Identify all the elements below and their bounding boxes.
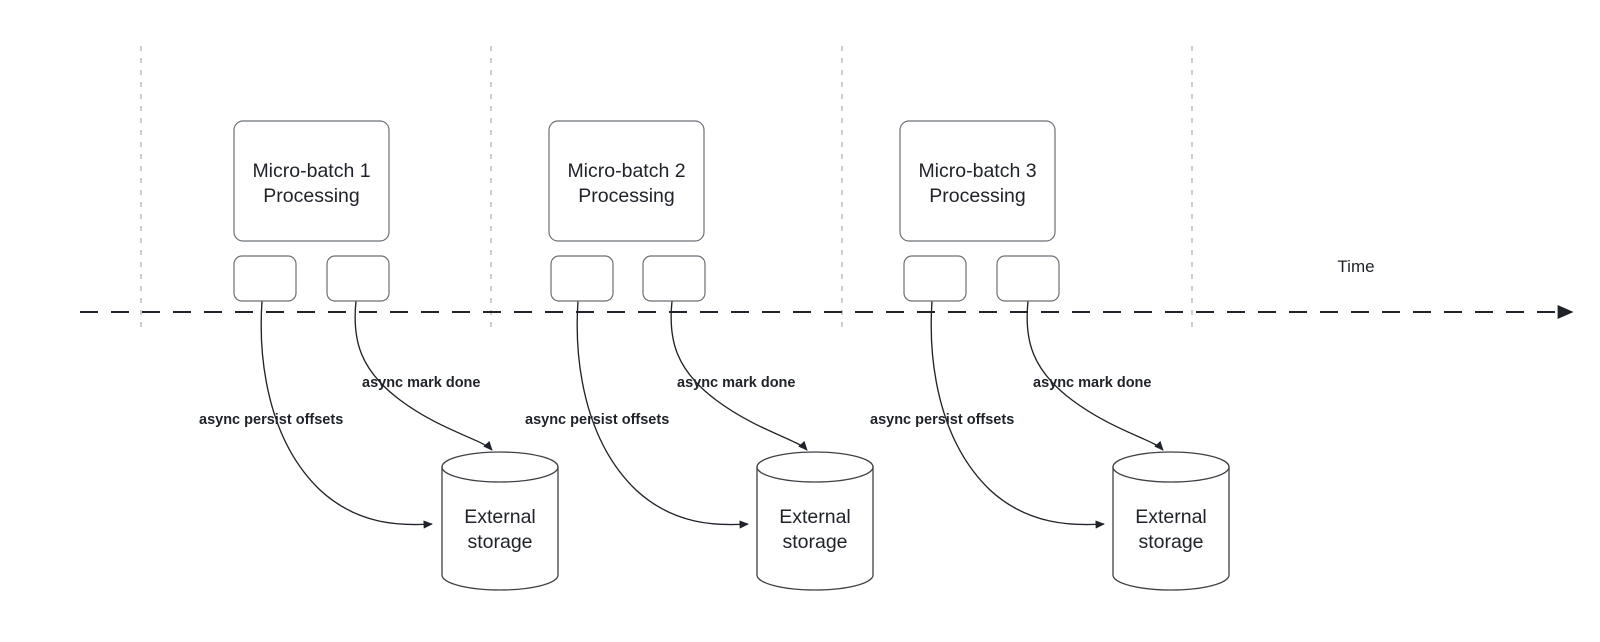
micro-batch-box-line2: Processing: [263, 185, 359, 207]
persist-offsets-task-2[interactable]: [550, 255, 614, 302]
external-storage-line2: storage: [1138, 531, 1203, 553]
async-mark-done-edge-label-3: async mark done: [1033, 375, 1151, 391]
async-persist-offsets-edge: [576, 300, 749, 529]
external-storage-cylinder-body-3[interactable]: [1112, 466, 1230, 591]
external-storage-line1: External: [1135, 506, 1207, 528]
external-storage-cylinder-body-1[interactable]: [441, 466, 559, 591]
external-storage-line1: External: [779, 506, 851, 528]
async-mark-done-edge: [1026, 300, 1164, 451]
async-mark-done-edge: [670, 300, 808, 451]
micro-batch-box-line1: Micro-batch 1: [252, 160, 370, 182]
external-storage-label-2: External storage: [779, 506, 851, 553]
async-mark-done-edge: [354, 300, 493, 451]
persist-offsets-task-1[interactable]: [233, 255, 297, 302]
micro-batch-box-label-2: Micro-batch 2 Processing: [567, 160, 685, 207]
micro-batch-box-label-3: Micro-batch 3 Processing: [918, 160, 1036, 207]
async-persist-offsets-edge-label-1: async persist offsets: [199, 412, 343, 428]
async-mark-done-edge-label-1: async mark done: [362, 375, 480, 391]
micro-batch-box-label-1: Micro-batch 1 Processing: [252, 160, 370, 207]
async-persist-offsets-edge: [260, 300, 433, 529]
async-persist-offsets-edge-label-3: async persist offsets: [870, 412, 1014, 428]
micro-batch-box-line1: Micro-batch 3: [918, 160, 1036, 182]
external-storage-line2: storage: [467, 531, 532, 553]
micro-batch-box-line1: Micro-batch 2: [567, 160, 685, 182]
async-persist-offsets-edge: [930, 300, 1105, 529]
mark-done-task-2[interactable]: [642, 255, 706, 302]
external-storage-line2: storage: [782, 531, 847, 553]
time-axis-label: Time: [1337, 257, 1374, 276]
persist-offsets-task-3[interactable]: [903, 255, 967, 302]
micro-batch-box-3[interactable]: [899, 120, 1056, 242]
async-mark-done-edge-label-2: async mark done: [677, 375, 795, 391]
mark-done-task-3[interactable]: [996, 255, 1060, 302]
mark-done-task-1[interactable]: [326, 255, 390, 302]
external-storage-label-1: External storage: [464, 506, 536, 553]
micro-batch-box-line2: Processing: [929, 185, 1025, 207]
micro-batch-box-2[interactable]: [548, 120, 705, 242]
micro-batch-box-line2: Processing: [578, 185, 674, 207]
external-storage-cylinder-body-2[interactable]: [756, 466, 874, 591]
async-persist-offsets-edge-label-2: async persist offsets: [525, 412, 669, 428]
external-storage-cylinder-top-1: [441, 451, 559, 483]
time-axis-group: Time: [80, 257, 1574, 320]
external-storage-cylinder-top-2: [756, 451, 874, 483]
external-storage-line1: External: [464, 506, 536, 528]
external-storage-cylinder-top-3: [1112, 451, 1230, 483]
micro-batch-box-1[interactable]: [233, 120, 390, 242]
external-storage-label-3: External storage: [1135, 506, 1207, 553]
